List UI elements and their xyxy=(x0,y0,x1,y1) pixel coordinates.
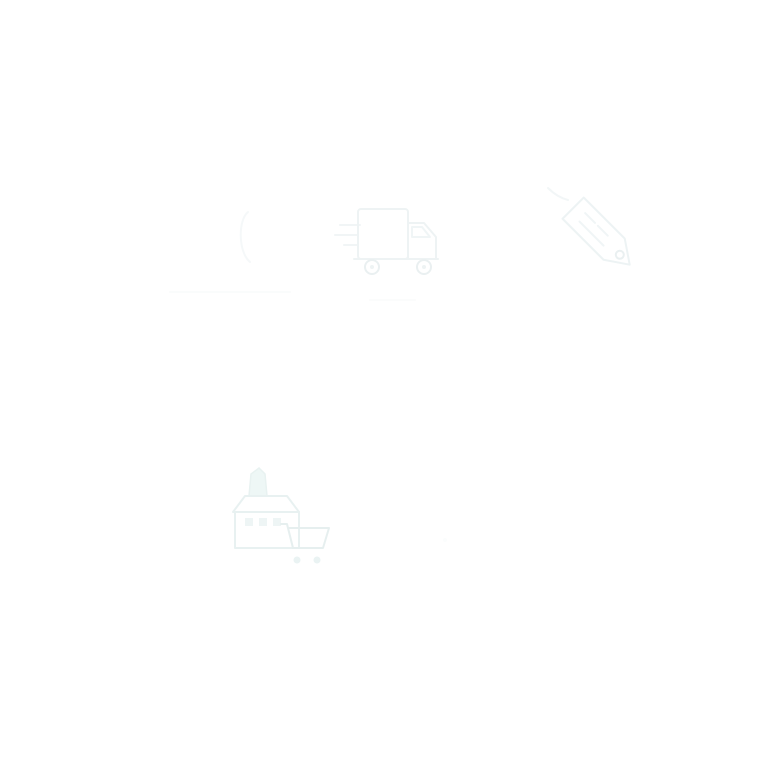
feature-card-2 xyxy=(330,195,455,305)
circle-icon xyxy=(169,211,291,293)
feature-card-1 xyxy=(150,190,320,310)
blank-icon xyxy=(443,538,447,542)
feature-card-4 xyxy=(215,460,345,575)
feature-card-5 xyxy=(390,480,500,580)
delivery-truck-icon xyxy=(334,208,439,301)
store-cart-icon xyxy=(232,467,330,564)
feature-card-3 xyxy=(540,180,660,290)
price-tag-icon xyxy=(547,187,631,266)
